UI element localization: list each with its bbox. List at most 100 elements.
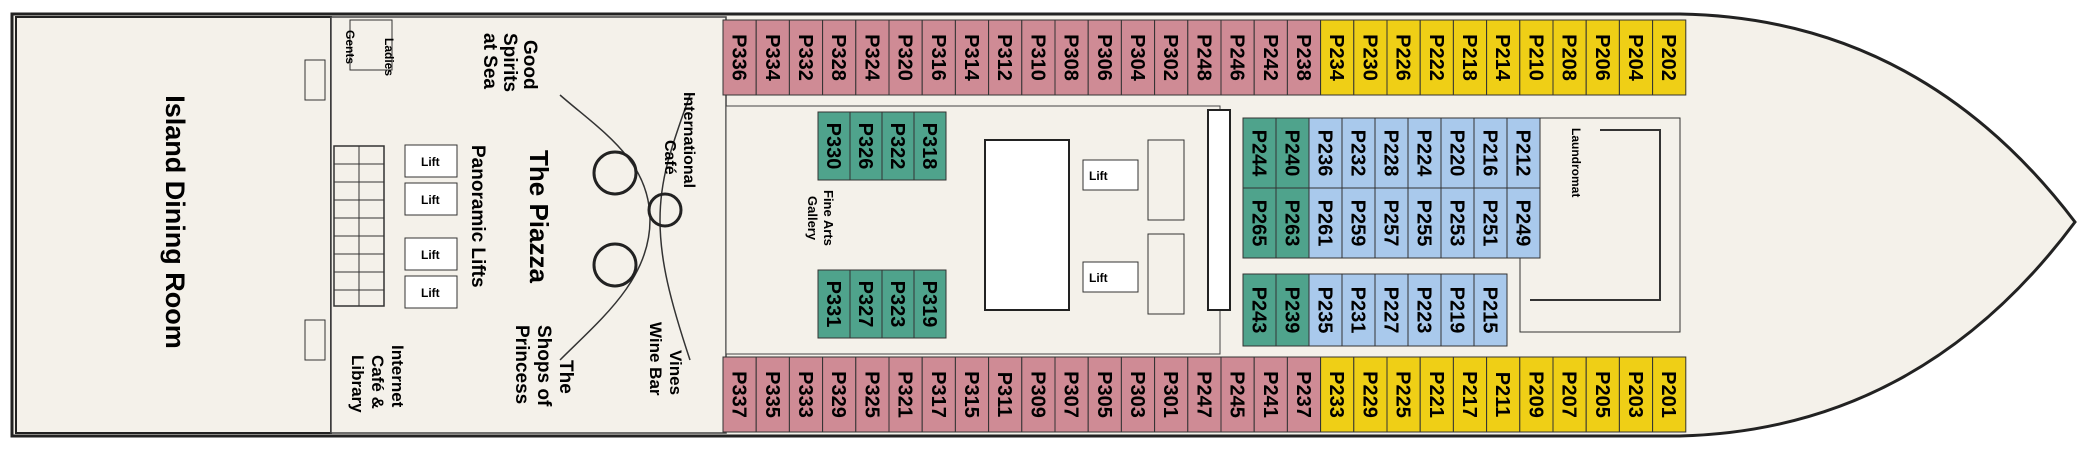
cabin-p224[interactable]: P224 [1407,117,1442,189]
cabin-p203[interactable]: P203 [1618,356,1654,433]
cabin-p307[interactable]: P307 [1054,356,1089,433]
good-spirits-at-sea[interactable]: Good Spirits at Sea [479,33,540,92]
cabin-p323[interactable]: P323 [881,269,915,339]
cabin-p215[interactable]: P215 [1473,273,1508,347]
cabin-p318[interactable]: P318 [913,111,947,181]
cabin-p226[interactable]: P226 [1386,19,1421,96]
cabin-p206[interactable]: P206 [1585,19,1620,96]
cabin-p331[interactable]: P331 [817,269,851,339]
cabin-p332[interactable]: P332 [788,19,824,96]
cabin-p211[interactable]: P211 [1486,356,1521,433]
cabin-p205[interactable]: P205 [1585,356,1620,433]
laundromat-label[interactable]: Laundromat [1569,128,1583,197]
cabin-p217[interactable]: P217 [1452,356,1488,433]
cabin-p337[interactable]: P337 [722,356,757,433]
cabin-p248[interactable]: P248 [1187,19,1222,96]
cabin-p328[interactable]: P328 [822,19,857,96]
cabin-p243[interactable]: P243 [1242,273,1277,347]
island-dining-room[interactable]: Island Dining Room [15,16,332,434]
cabin-p238[interactable]: P238 [1286,19,1322,96]
cabin-p335[interactable]: P335 [755,356,790,433]
cabin-p201[interactable]: P201 [1652,356,1687,433]
panoramic-lifts[interactable]: Lift Lift Lift Lift Panoramic Lifts [404,144,488,309]
cabin-p207[interactable]: P207 [1552,356,1587,433]
cabin-p327[interactable]: P327 [849,269,883,339]
cabin-p255[interactable]: P255 [1407,187,1442,259]
central-lifts[interactable]: Lift Lift [1082,159,1139,293]
cabin-p220[interactable]: P220 [1440,117,1475,189]
cabin-p315[interactable]: P315 [954,356,990,433]
cabin-p325[interactable]: P325 [855,356,890,433]
international-cafe[interactable]: International Café [661,92,697,188]
cabin-p222[interactable]: P222 [1419,19,1454,96]
cabin-p319[interactable]: P319 [913,269,947,339]
cabin-p302[interactable]: P302 [1154,19,1189,96]
fine-arts-gallery[interactable]: Fine Arts Gallery [805,190,836,246]
cabin-p233[interactable]: P233 [1320,356,1355,433]
cabin-p259[interactable]: P259 [1341,187,1376,259]
cabin-p227[interactable]: P227 [1374,273,1409,347]
cabin-p253[interactable]: P253 [1440,187,1475,259]
shops-of-princess[interactable]: The Shops of Princess [511,325,576,407]
cabin-p263[interactable]: P263 [1275,187,1310,259]
cabin-p322[interactable]: P322 [881,111,915,181]
cabin-p218[interactable]: P218 [1452,19,1488,96]
cabin-p261[interactable]: P261 [1308,187,1343,259]
cabin-p247[interactable]: P247 [1187,356,1222,433]
cabin-p232[interactable]: P232 [1341,117,1376,189]
cabin-p314[interactable]: P314 [954,19,990,96]
cabin-p309[interactable]: P309 [1021,356,1056,433]
cabin-p228[interactable]: P228 [1374,117,1409,189]
cabin-p312[interactable]: P312 [988,19,1023,96]
cabin-p237[interactable]: P237 [1286,356,1322,433]
cabin-p316[interactable]: P316 [921,19,956,96]
cabin-p229[interactable]: P229 [1353,356,1388,433]
cabin-p303[interactable]: P303 [1120,356,1156,433]
cabin-p306[interactable]: P306 [1087,19,1122,96]
cabin-p305[interactable]: P305 [1087,356,1122,433]
cabin-p231[interactable]: P231 [1341,273,1376,347]
cabin-p214[interactable]: P214 [1486,19,1521,96]
cabin-p308[interactable]: P308 [1054,19,1089,96]
cabin-p330[interactable]: P330 [817,111,851,181]
cabin-p230[interactable]: P230 [1353,19,1388,96]
cabin-p249[interactable]: P249 [1506,187,1541,259]
the-piazza[interactable]: The Piazza [524,150,683,288]
cabin-p257[interactable]: P257 [1374,187,1409,259]
cabin-p336[interactable]: P336 [722,19,757,96]
cabin-p225[interactable]: P225 [1386,356,1421,433]
restrooms[interactable]: Gents Ladies [343,19,396,76]
cabin-p221[interactable]: P221 [1419,356,1454,433]
cabin-p329[interactable]: P329 [822,356,857,433]
cabin-p265[interactable]: P265 [1242,187,1277,259]
cabin-p236[interactable]: P236 [1308,117,1343,189]
cabin-p334[interactable]: P334 [755,19,790,96]
cabin-p235[interactable]: P235 [1308,273,1343,347]
cabin-p239[interactable]: P239 [1275,273,1310,347]
cabin-p241[interactable]: P241 [1253,356,1288,433]
cabin-p219[interactable]: P219 [1440,273,1475,347]
cabin-p320[interactable]: P320 [888,19,923,96]
cabin-p317[interactable]: P317 [921,356,956,433]
cabin-p210[interactable]: P210 [1519,19,1554,96]
cabin-p311[interactable]: P311 [988,356,1023,433]
cabin-p240[interactable]: P240 [1275,117,1310,189]
cabin-p324[interactable]: P324 [855,19,890,96]
internet-cafe-library[interactable]: Internet Café & Library [348,345,407,413]
cabin-p321[interactable]: P321 [888,356,923,433]
cabin-p204[interactable]: P204 [1618,19,1654,96]
cabin-p245[interactable]: P245 [1220,356,1255,433]
cabin-p251[interactable]: P251 [1473,187,1508,259]
cabin-p208[interactable]: P208 [1552,19,1587,96]
cabin-p216[interactable]: P216 [1473,117,1508,189]
cabin-p202[interactable]: P202 [1652,19,1687,96]
cabin-p212[interactable]: P212 [1506,117,1541,189]
cabin-p244[interactable]: P244 [1242,117,1277,189]
cabin-p246[interactable]: P246 [1220,19,1255,96]
cabin-p223[interactable]: P223 [1407,273,1442,347]
cabin-p234[interactable]: P234 [1320,19,1355,96]
cabin-p333[interactable]: P333 [788,356,824,433]
cabin-p242[interactable]: P242 [1253,19,1288,96]
cabin-p310[interactable]: P310 [1021,19,1056,96]
cabin-p304[interactable]: P304 [1120,19,1156,96]
